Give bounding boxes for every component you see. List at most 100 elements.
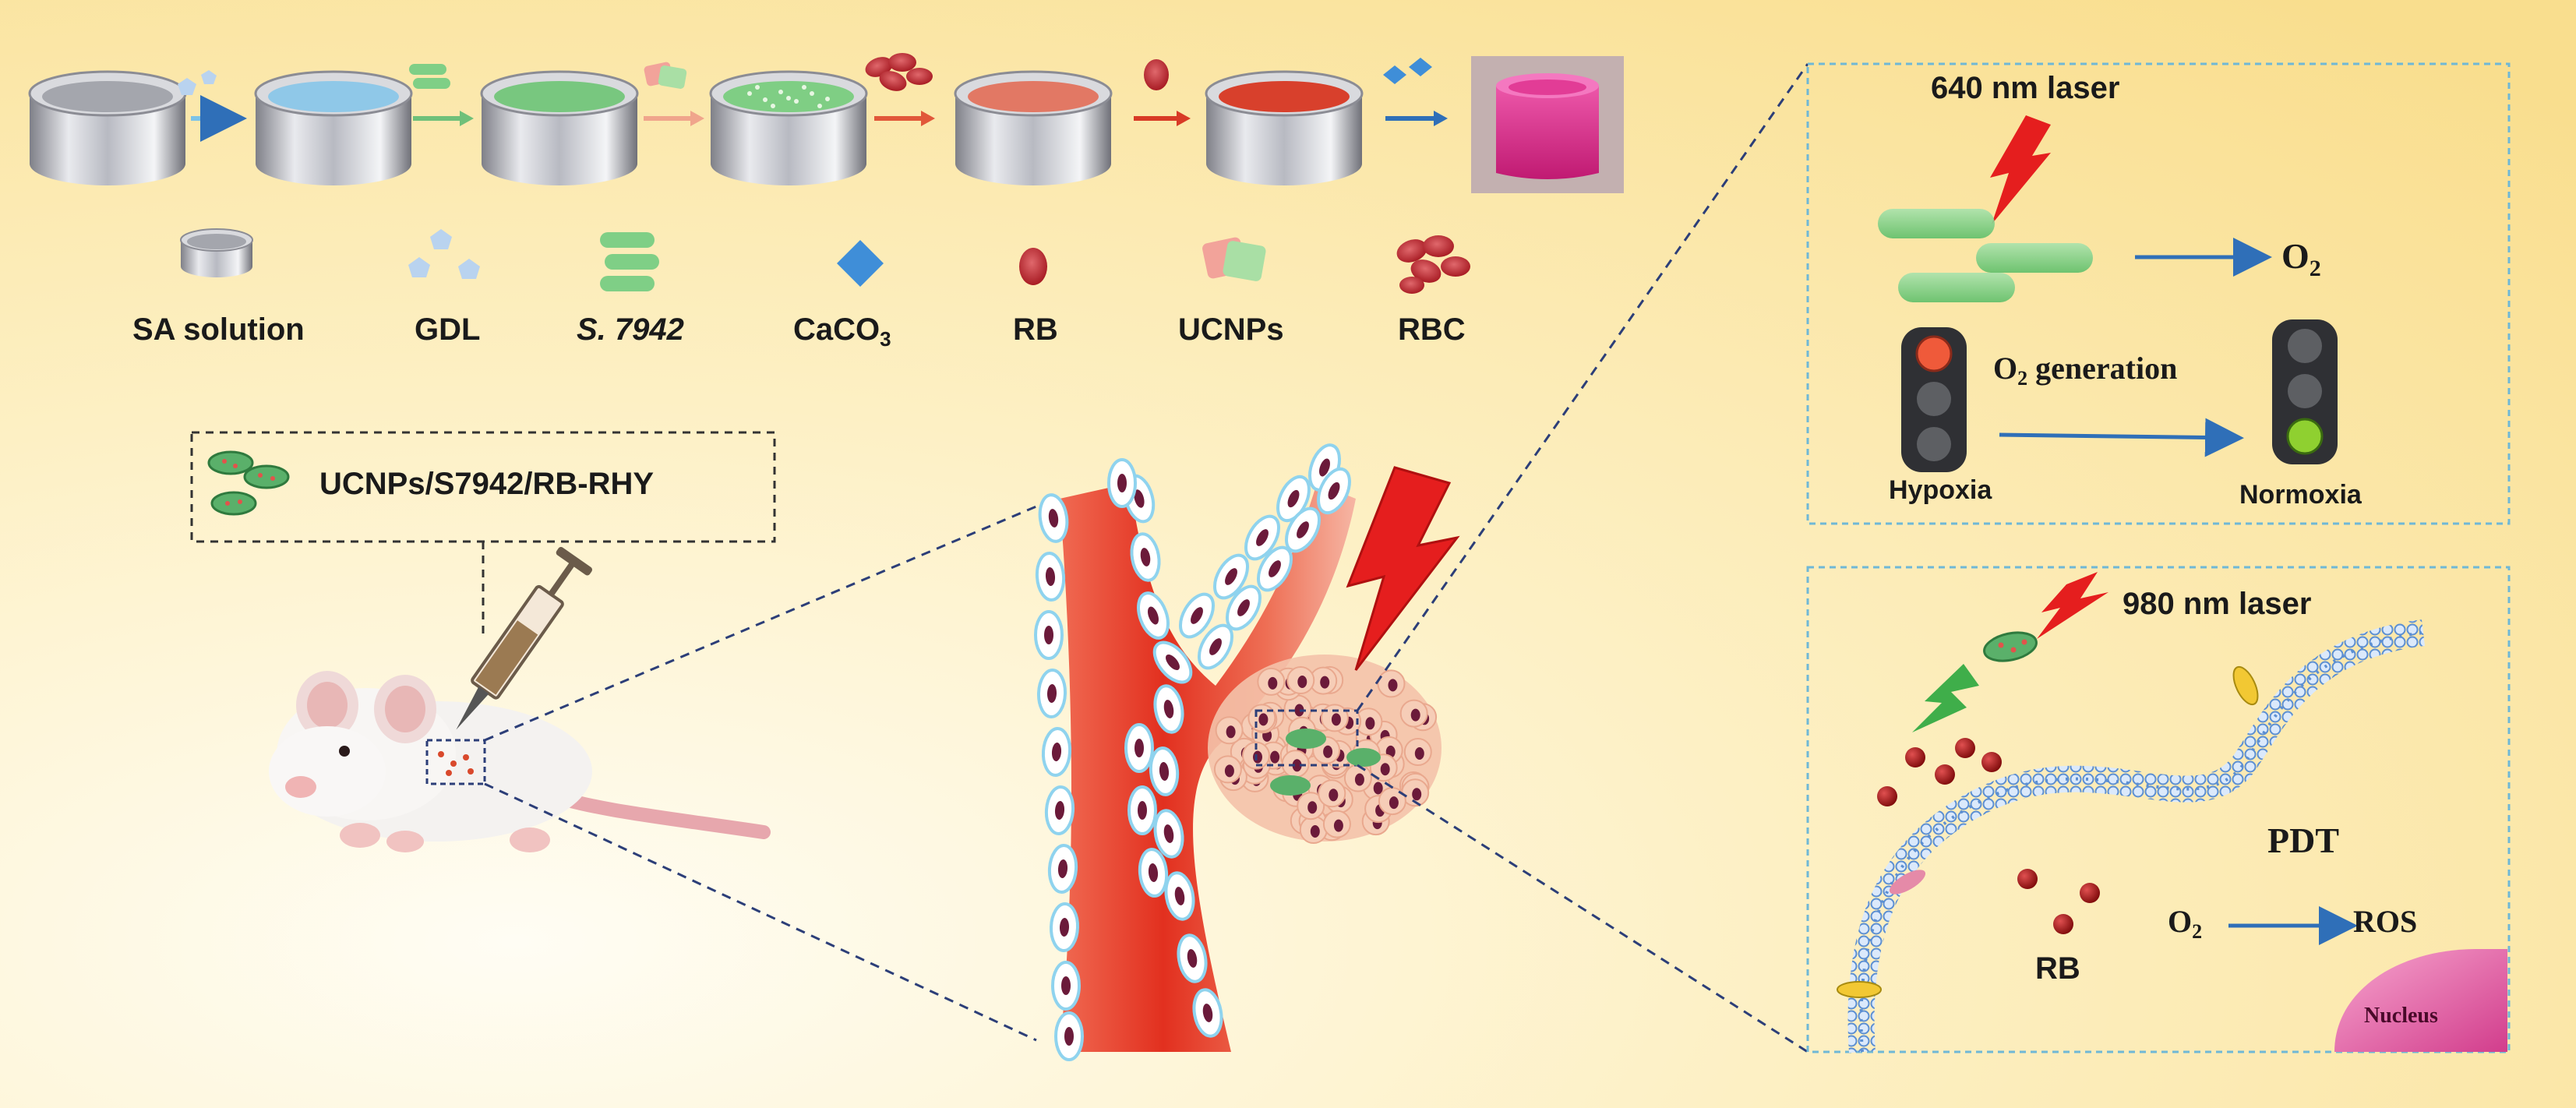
nucleus-label: Nucleus <box>2364 1004 2438 1028</box>
o2-generation-label: O2 generation <box>1993 351 2177 390</box>
legend-rbc-label: RBC <box>1398 312 1466 347</box>
cell-membrane <box>1847 619 2426 1053</box>
ros-label: ROS <box>2353 904 2417 939</box>
tumor-cell-nucleus <box>1365 717 1375 730</box>
endothelial-cell-nucleus <box>1191 607 1203 624</box>
tumor-cell-nucleus <box>1410 708 1420 722</box>
endothelial-cell-nucleus <box>1297 521 1309 538</box>
endothelial-cell-nucleus <box>1159 762 1170 781</box>
tumor-cell-nucleus <box>1331 713 1341 726</box>
membrane-channel-pink <box>1889 870 1926 895</box>
laser-640-bolt-icon <box>1990 115 2051 224</box>
endothelial-cell-nucleus <box>1140 548 1151 566</box>
endothelial-cell-nucleus <box>1138 801 1147 820</box>
fabrication-steps <box>28 53 1624 193</box>
injection-label: UCNPs/S7942/RB-RHY <box>319 467 654 501</box>
tumor-cell-nucleus <box>1226 725 1236 739</box>
tumor-cell-nucleus <box>1388 679 1398 692</box>
tumor-cell-nucleus <box>1224 764 1234 778</box>
endothelial-cell-nucleus <box>1187 949 1198 968</box>
panel-pdt: 980 nm laser RB PDT O2 ROS <box>1806 566 2511 1053</box>
hydrogel-photo <box>1471 56 1624 193</box>
tumor-cell-nucleus <box>1412 788 1422 801</box>
zoom-line-upper <box>484 505 1037 742</box>
legend-caco3-icon <box>837 240 884 287</box>
tumor-cell-nucleus <box>1323 745 1333 758</box>
endothelial-cell-nucleus <box>1054 801 1065 820</box>
laser-980-bolt-icon <box>2037 572 2108 639</box>
endothelial-cell-nucleus <box>1225 568 1237 585</box>
gdl-icon <box>178 70 217 95</box>
legend-rb-icon <box>1019 248 1047 285</box>
legend-s7942-icon <box>600 232 659 291</box>
dish-s7942 <box>480 70 639 185</box>
tumor-cell-nucleus <box>1389 796 1399 810</box>
endothelial-cell-nucleus <box>1256 529 1269 546</box>
endothelial-cell-nucleus <box>1269 560 1281 577</box>
endothelial-cell-nucleus <box>1064 1027 1074 1046</box>
endothelial-cell-nucleus <box>1237 599 1250 616</box>
endothelial-cell-nucleus <box>1163 824 1174 843</box>
endothelial-cell-nucleus <box>1319 458 1330 477</box>
tumor-cell-nucleus <box>1258 713 1269 726</box>
normoxia-label: Normoxia <box>2239 480 2363 510</box>
tumor-cell-nucleus <box>1373 782 1383 795</box>
tumor-cell-nucleus <box>1307 801 1318 814</box>
rb-step-icon <box>1144 59 1169 90</box>
tumor-cell-nucleus <box>1268 676 1278 690</box>
o2-product-label: O2 <box>2281 236 2321 281</box>
rb-label: RB <box>2035 951 2080 986</box>
endothelial-cell-nucleus <box>1202 1004 1213 1022</box>
endothelial-cell-nucleus <box>1061 976 1071 995</box>
zoom-line-to-bottom-panel <box>1357 764 1808 1053</box>
injection-site-box <box>425 739 486 785</box>
tumor-cell-nucleus <box>1310 825 1320 838</box>
dish-rb <box>1205 70 1364 185</box>
legend-sa-solution-icon <box>180 228 253 277</box>
endothelial-cell-nucleus <box>1046 684 1057 703</box>
laser-bolt-icon <box>1346 466 1460 671</box>
composite-particles-icon <box>207 450 290 516</box>
nucleus-shape <box>2334 949 2507 1052</box>
tumor-cell-nucleus <box>1294 704 1304 717</box>
legend-ucnps-label: UCNPs <box>1178 312 1284 347</box>
caco3-step-icon <box>1383 58 1432 84</box>
legend-rb-label: RB <box>1013 312 1058 347</box>
cyanobacteria-icon <box>1878 209 2093 302</box>
tumor-cell-nucleus <box>1270 750 1280 764</box>
tumor-cell-nucleus <box>1329 789 1339 802</box>
o2-reactant-label: O2 <box>2168 904 2202 943</box>
legend-gdl-label: GDL <box>415 312 480 347</box>
endothelial-cells <box>1034 443 1351 1061</box>
tumor-cell-nucleus <box>1380 763 1390 776</box>
tumor-cell-nucleus <box>1292 759 1302 772</box>
pdt-label: PDT <box>2267 820 2339 860</box>
green-emission-bolt-icon <box>1912 664 1979 732</box>
dish-gdl <box>254 70 413 185</box>
legend-s7942-label: S. 7942 <box>577 312 684 347</box>
endothelial-cell-nucleus <box>1051 743 1062 761</box>
rb-molecules <box>1877 738 2100 934</box>
zoom-line-lower <box>484 782 1037 1042</box>
s7942-step-icon <box>409 64 450 89</box>
legend-ucnps-icon <box>1202 237 1266 281</box>
tumor-cell-nucleus <box>1253 750 1262 764</box>
hypoxia-to-normoxia-arrow <box>1999 418 2244 457</box>
endothelial-cell-nucleus <box>1134 489 1145 508</box>
legend-sa-solution-label: SA solution <box>132 312 305 347</box>
membrane-channel-yellow-2 <box>2232 665 2259 706</box>
endothelial-cell-nucleus <box>1163 700 1174 718</box>
endothelial-cell-nucleus <box>1148 606 1159 625</box>
endothelial-cell-nucleus <box>1134 739 1144 757</box>
hypoxia-traffic-light-icon <box>1901 327 1967 472</box>
endothelial-cell-nucleus <box>1166 655 1180 670</box>
tumor-cell-nucleus <box>1297 676 1307 688</box>
tumor-tissue <box>1208 655 1442 844</box>
endothelial-cell-nucleus <box>1059 918 1070 937</box>
syringe-icon <box>456 546 593 730</box>
rbc-step-icon <box>865 53 933 91</box>
tumor-cell-nucleus <box>1354 773 1364 786</box>
panel-oxygen-generation: 640 nm laser O2 O2 generation Hypoxia No… <box>1806 62 2511 525</box>
dish-ucnps <box>709 70 868 185</box>
